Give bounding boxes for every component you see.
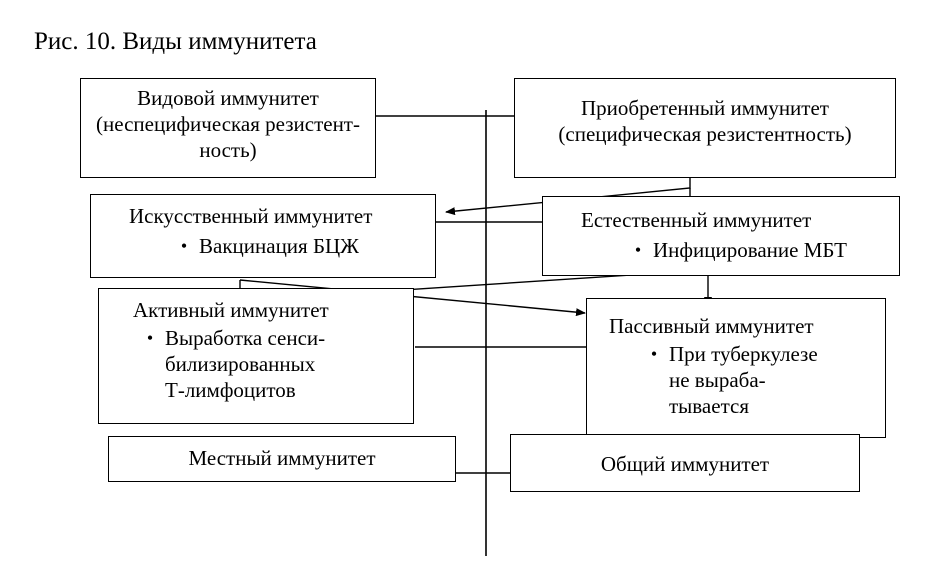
active-bullet-line-3: Т-лимфоцитов xyxy=(165,378,296,402)
general-label: Общий иммунитет xyxy=(600,452,770,476)
passive-immunity-box: Пассивный иммунитет • При туберкулезе не… xyxy=(586,298,886,438)
figure-title: Рис. 10. Виды иммунитета xyxy=(34,28,317,55)
acquired-line-2: (специфическая резистентность) xyxy=(558,122,852,146)
bullet-dot-icon: • xyxy=(634,240,642,260)
bullet-dot-icon: • xyxy=(146,328,154,348)
natural-heading: Естественный иммунитет xyxy=(581,208,812,232)
acquired-line-1: Приобретенный иммунитет xyxy=(581,96,829,120)
bullet-dot-icon: • xyxy=(180,236,188,256)
active-bullet-line-2: билизированных xyxy=(165,352,316,376)
artificial-bullet-text: Вакцинация БЦЖ xyxy=(199,234,359,258)
species-immunity-box: Видовой иммунитет (неспецифическая резис… xyxy=(80,78,376,178)
species-line-3: ность) xyxy=(199,138,257,162)
species-line-2: (неспецифическая резистент- xyxy=(96,112,360,136)
passive-heading: Пассивный иммунитет xyxy=(609,314,814,338)
natural-bullet-text: Инфицирование МБТ xyxy=(653,238,848,262)
local-label: Местный иммунитет xyxy=(188,446,376,470)
artificial-immunity-box: Искусственный иммунитет • Вакцинация БЦЖ xyxy=(90,194,436,278)
local-immunity-box: Местный иммунитет xyxy=(108,436,456,482)
passive-bullet-line-2: не выраба- xyxy=(669,368,766,392)
passive-bullet-line-1: При туберкулезе xyxy=(669,342,818,366)
active-heading: Активный иммунитет xyxy=(133,298,329,322)
artificial-heading: Искусственный иммунитет xyxy=(129,204,373,228)
passive-bullet-line-3: тывается xyxy=(669,394,749,418)
active-immunity-box: Активный иммунитет • Выработка сенси- би… xyxy=(98,288,414,424)
species-line-1: Видовой иммунитет xyxy=(137,86,319,110)
natural-immunity-box: Естественный иммунитет • Инфицирование М… xyxy=(542,196,900,276)
general-immunity-box: Общий иммунитет xyxy=(510,434,860,492)
active-bullet-line-1: Выработка сенси- xyxy=(165,326,326,350)
acquired-immunity-box: Приобретенный иммунитет (специфическая р… xyxy=(514,78,896,178)
bullet-dot-icon: • xyxy=(650,344,658,364)
